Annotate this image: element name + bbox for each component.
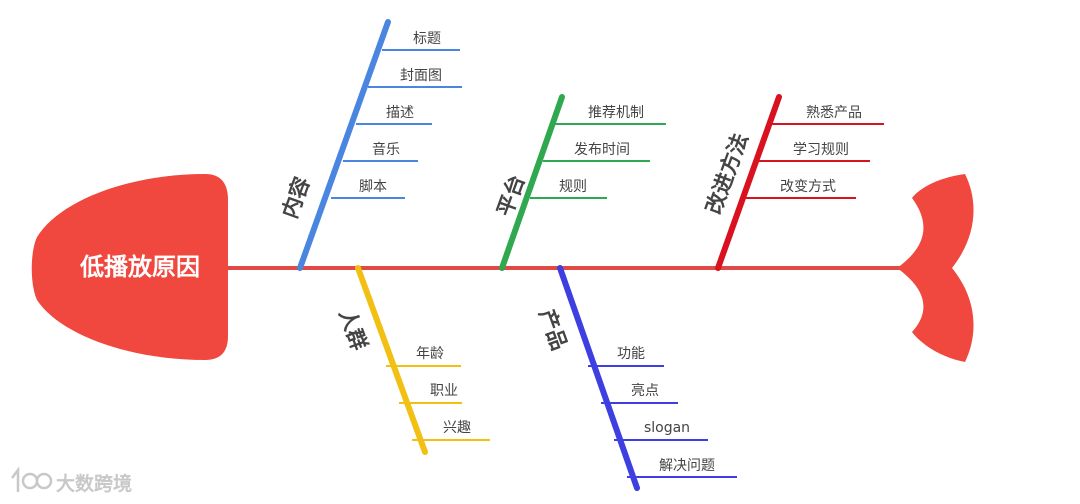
cause-label: 改变方式 bbox=[780, 179, 836, 195]
cause-label: 描述 bbox=[386, 105, 414, 121]
category-label-product: 产品 bbox=[534, 306, 571, 354]
watermark-text: 大数跨境 bbox=[56, 472, 132, 495]
watermark: 大数跨境 bbox=[11, 466, 132, 495]
category-label-audience: 人群 bbox=[334, 306, 371, 354]
cause-label: 学习规则 bbox=[793, 142, 849, 158]
cause-label: 亮点 bbox=[631, 382, 659, 399]
bone-content-line bbox=[297, 19, 391, 271]
fish-head bbox=[31, 174, 228, 360]
bone-improvement-line bbox=[715, 94, 782, 271]
bone-product: 产品 功能 亮点 slogan 解决问题 bbox=[534, 265, 737, 491]
bone-audience: 人群 年龄 职业 兴趣 bbox=[334, 265, 490, 455]
bone-audience-line bbox=[355, 265, 428, 455]
fish-tail bbox=[897, 174, 974, 362]
cause-label: 音乐 bbox=[372, 141, 400, 158]
cause-label: 脚本 bbox=[359, 179, 387, 195]
cause-label: 职业 bbox=[430, 383, 458, 399]
cause-label: 兴趣 bbox=[443, 420, 471, 436]
cause-label: 推荐机制 bbox=[588, 105, 644, 121]
cause-label: 解决问题 bbox=[659, 458, 715, 474]
cause-label: 标题 bbox=[413, 31, 441, 47]
cause-label: 年龄 bbox=[416, 346, 444, 362]
bone-improvement: 改进方法 熟悉产品 学习规则 改变方式 bbox=[701, 94, 884, 271]
cause-label: slogan bbox=[644, 420, 690, 436]
watermark-logo-icon bbox=[11, 466, 53, 492]
cause-label: 功能 bbox=[617, 346, 645, 362]
bone-content: 内容 标题 封面图 描述 音乐 脚本 bbox=[278, 19, 462, 271]
bone-platform-line bbox=[499, 94, 565, 271]
cause-label: 封面图 bbox=[400, 68, 442, 84]
category-label-improvement: 改进方法 bbox=[701, 130, 752, 217]
bone-product-line bbox=[557, 265, 640, 491]
cause-label: 规则 bbox=[559, 179, 587, 195]
problem-label: 低播放原因 bbox=[79, 253, 200, 281]
category-label-content: 内容 bbox=[278, 174, 315, 222]
cause-label: 熟悉产品 bbox=[806, 105, 862, 121]
bone-platform: 平台 推荐机制 发布时间 规则 bbox=[493, 94, 666, 271]
cause-label: 发布时间 bbox=[574, 142, 630, 158]
